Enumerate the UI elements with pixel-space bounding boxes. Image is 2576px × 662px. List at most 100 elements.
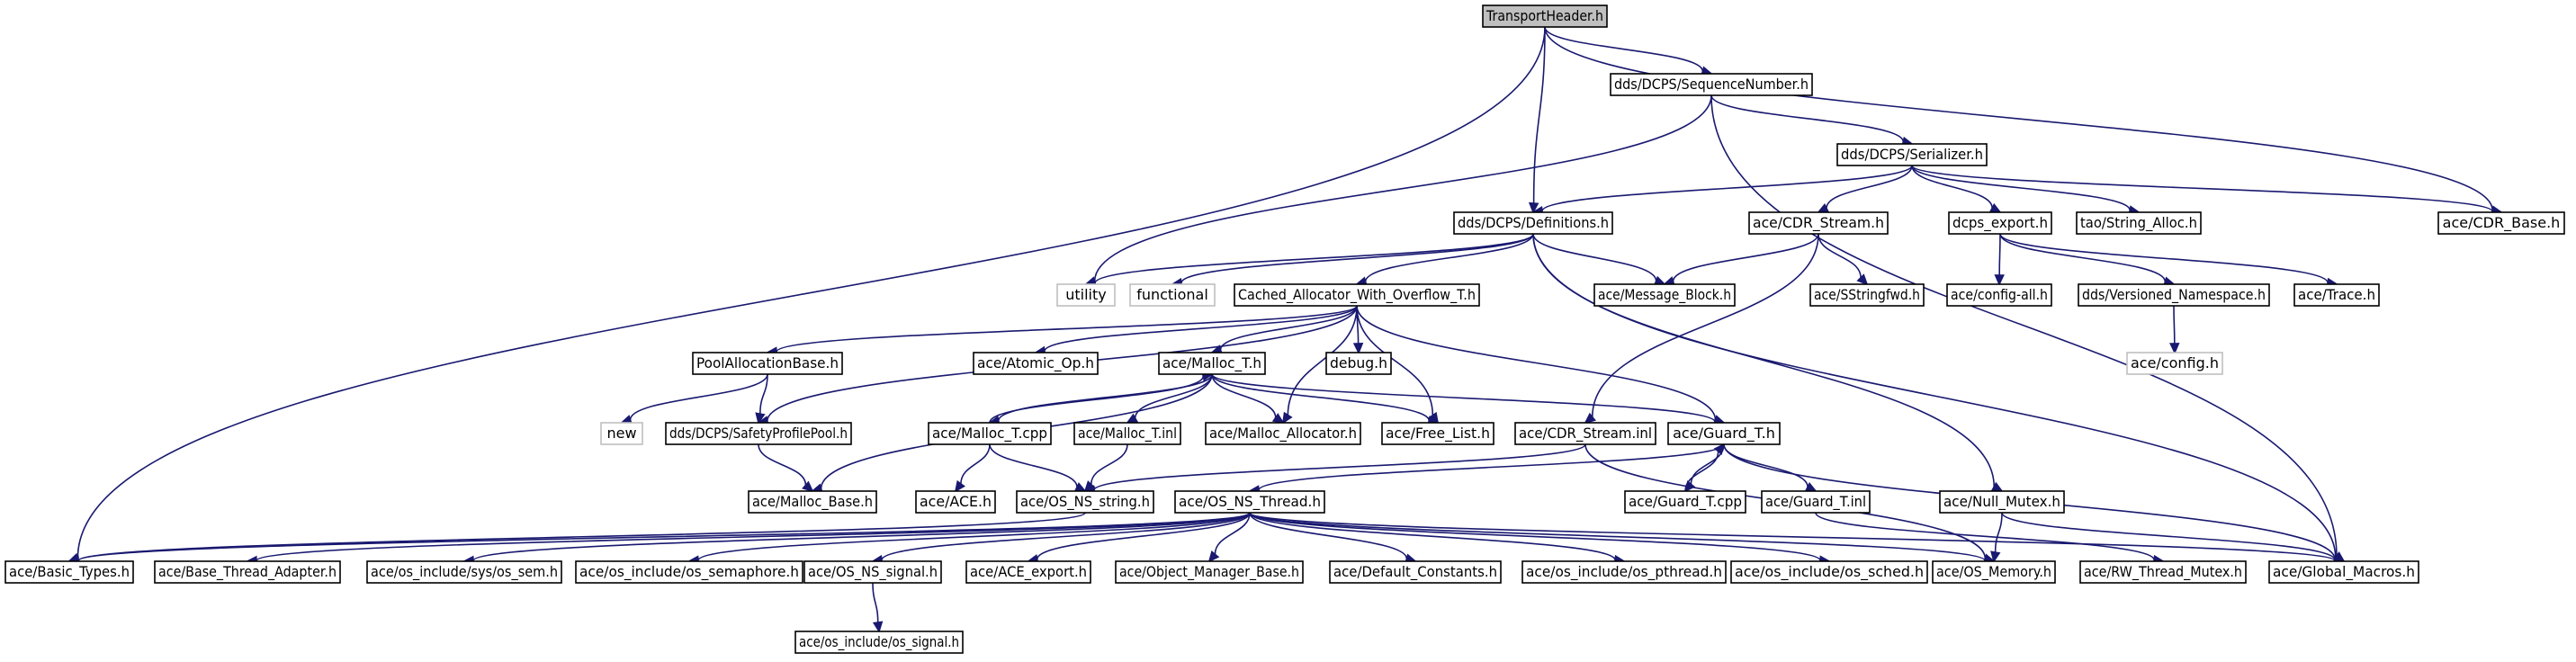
node-box <box>1453 211 1613 235</box>
node-ace-malloc-base-h[interactable]: ace/Malloc_Base.h <box>748 490 877 514</box>
node-ace-os-memory-h[interactable]: ace/OS_Memory.h <box>1932 560 2056 584</box>
node-ace-ace-h[interactable]: ace/ACE.h <box>915 490 996 514</box>
edge-arrowhead <box>1528 201 1539 214</box>
node-debug-h[interactable]: debug.h <box>1325 352 1392 375</box>
node-box <box>973 352 1099 375</box>
node-dds-dcps-serializer-h[interactable]: dds/DCPS/Serializer.h <box>1836 143 1988 166</box>
node-dds-versioned-namespace-h[interactable]: dds/Versioned_Namespace.h <box>2078 283 2270 307</box>
node-box <box>1730 560 1928 584</box>
node-label: dds/DCPS/SequenceNumber.h <box>1614 76 1809 93</box>
node-box <box>366 560 562 584</box>
edge-arrowhead <box>1990 550 2001 563</box>
node-ace-guard-t-cpp[interactable]: ace/Guard_T.cpp <box>1624 490 1746 514</box>
node-box <box>1205 422 1361 445</box>
node-box <box>1381 422 1494 445</box>
node-label: ace/Malloc_Base.h <box>752 493 873 511</box>
node-transportheader-h: TransportHeader.h <box>1482 4 1608 28</box>
node-ace-os-include-os-sched-h[interactable]: ace/os_include/os_sched.h <box>1730 560 1928 584</box>
node-label: ace/Basic_Types.h <box>9 563 130 581</box>
edge-line <box>1249 512 2336 562</box>
node-ace-ace-export-h[interactable]: ace/ACE_export.h <box>965 560 1091 584</box>
edge-cached_alloc-to-malloc_allocator <box>1281 305 1358 425</box>
node-label: ace/Guard_T.h <box>1673 425 1775 443</box>
node-ace-os-ns-thread-h[interactable]: ace/OS_NS_Thread.h <box>1174 490 1325 514</box>
node-box <box>748 490 877 514</box>
node-ace-default-constants-h[interactable]: ace/Default_Constants.h <box>1329 560 1502 584</box>
edge-null_mutex-to-global_macros <box>2001 512 2346 566</box>
edge-line <box>989 443 1078 488</box>
node-ace-guard-t-h[interactable]: ace/Guard_T.h <box>1667 422 1781 445</box>
node-ace-basic-types-h[interactable]: ace/Basic_Types.h <box>4 560 134 584</box>
node-box <box>154 560 341 584</box>
node-ace-global-macros-h[interactable]: ace/Global_Macros.h <box>2268 560 2419 584</box>
node-label: ace/ACE.h <box>920 493 992 510</box>
node-ace-trace-h[interactable]: ace/Trace.h <box>2293 283 2380 307</box>
edge-malloc_t_cpp-to-ace_h <box>954 443 991 493</box>
node-dds-dcps-safetyprofilepool-h[interactable]: dds/DCPS/SafetyProfilePool.h <box>665 422 852 445</box>
edge-line <box>1090 443 1128 485</box>
node-ace-null-mutex-h[interactable]: ace/Null_Mutex.h <box>1939 490 2065 514</box>
node-cached-allocator-with-overflow-t-h[interactable]: Cached_Allocator_With_Overflow_T.h <box>1234 283 1480 307</box>
node-box <box>1748 211 1889 235</box>
node-utility[interactable]: utility <box>1056 283 1116 307</box>
edge-arrowhead <box>1856 273 1869 286</box>
edge-line <box>1093 443 1586 491</box>
node-ace-cdr-stream-inl[interactable]: ace/CDR_Stream.inl <box>1514 422 1656 445</box>
node-label: ace/Malloc_T.inl <box>1078 425 1177 443</box>
node-box <box>1932 560 2056 584</box>
edge-line <box>1818 233 1862 278</box>
node-box <box>2268 560 2419 584</box>
edge-line <box>881 512 1251 561</box>
edge-line <box>997 373 1213 422</box>
node-dcps-export-h[interactable]: dcps_export.h <box>1948 211 2052 235</box>
node-ace-config-all-h[interactable]: ace/config-all.h <box>1946 283 2052 307</box>
node-ace-cdr-base-h[interactable]: ace/CDR_Base.h <box>2437 211 2565 235</box>
node-label: ace/OS_NS_string.h <box>1020 493 1150 511</box>
edge-line <box>2173 305 2176 344</box>
node-box <box>1610 73 1813 96</box>
node-ace-base-thread-adapter-h[interactable]: ace/Base_Thread_Adapter.h <box>154 560 341 584</box>
node-ace-os-ns-string-h[interactable]: ace/OS_NS_string.h <box>1016 490 1154 514</box>
node-ace-os-include-os-signal-h[interactable]: ace/os_include/os_signal.h <box>794 631 964 654</box>
node-ace-os-include-os-semaphore-h[interactable]: ace/os_include/os_semaphore.h <box>575 560 803 584</box>
edge-line <box>256 512 1251 562</box>
edge-line <box>1672 233 1819 282</box>
node-box <box>665 422 852 445</box>
node-ace-message-block-h[interactable]: ace/Message_Block.h <box>1593 283 1736 307</box>
edge-definitions-to-functional <box>1171 233 1534 289</box>
edge-null_mutex-to-os_memory <box>1990 512 2003 563</box>
node-tao-string-alloc-h[interactable]: tao/String_Alloc.h <box>2076 211 2202 235</box>
node-dds-dcps-definitions-h[interactable]: dds/DCPS/Definitions.h <box>1453 211 1613 235</box>
node-ace-malloc-t-inl[interactable]: ace/Malloc_T.inl <box>1073 422 1181 445</box>
node-dds-dcps-sequencenumber-h[interactable]: dds/DCPS/SequenceNumber.h <box>1610 73 1813 96</box>
node-ace-malloc-t-h[interactable]: ace/Malloc_T.h <box>1158 352 1266 375</box>
node-ace-free-list-h[interactable]: ace/Free_List.h <box>1381 422 1494 445</box>
node-ace-os-include-sys-os-sem-h[interactable]: ace/os_include/sys/os_sem.h <box>366 560 562 584</box>
node-box <box>1073 422 1181 445</box>
node-new[interactable]: new <box>600 422 643 445</box>
node-ace-malloc-t-cpp[interactable]: ace/Malloc_T.cpp <box>928 422 1052 445</box>
node-box <box>1948 211 2052 235</box>
edge-malloc_t_h-to-malloc_allocator <box>1211 373 1285 425</box>
node-label: ace/Malloc_T.cpp <box>932 425 1047 443</box>
edge-line <box>1710 94 2338 557</box>
node-ace-object-manager-base-h[interactable]: ace/Object_Manager_Base.h <box>1115 560 1304 584</box>
node-box <box>2079 560 2247 584</box>
node-ace-guard-t-inl[interactable]: ace/Guard_T.inl <box>1761 490 1871 514</box>
node-ace-cdr-stream-h[interactable]: ace/CDR_Stream.h <box>1748 211 1889 235</box>
node-ace-os-include-os-pthread-h[interactable]: ace/os_include/os_pthread.h <box>1521 560 1727 584</box>
edge-line <box>758 443 807 486</box>
node-ace-os-ns-signal-h[interactable]: ace/OS_NS_signal.h <box>803 560 942 584</box>
edge-line <box>759 373 768 415</box>
node-ace-rw-thread-mutex-h[interactable]: ace/RW_Thread_Mutex.h <box>2079 560 2247 584</box>
node-poolallocationbase-h[interactable]: PoolAllocationBase.h <box>692 352 843 375</box>
node-ace-atomic-op-h[interactable]: ace/Atomic_Op.h <box>973 352 1099 375</box>
node-ace-config-h[interactable]: ace/config.h <box>2126 352 2223 375</box>
node-ace-sstringfwd-h[interactable]: ace/SStringfwd.h <box>1809 283 1925 307</box>
edge-line <box>1094 233 1534 284</box>
edge-os_ns_thread-to-object_manager_base <box>1207 512 1251 563</box>
node-ace-malloc-allocator-h[interactable]: ace/Malloc_Allocator.h <box>1205 422 1361 445</box>
node-functional[interactable]: functional <box>1129 283 1216 307</box>
node-box <box>794 631 964 654</box>
edge-line <box>1815 512 2155 560</box>
